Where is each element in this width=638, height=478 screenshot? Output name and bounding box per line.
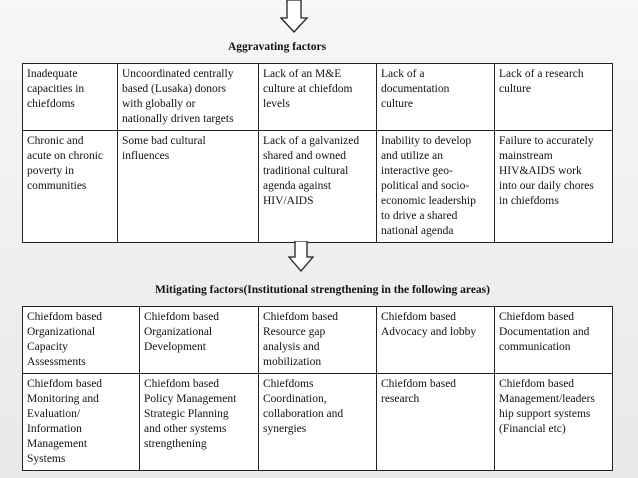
- table-cell: Chiefdom based Documentation and communi…: [494, 306, 613, 374]
- table-cell: Chiefdom based Monitoring and Evaluation…: [22, 373, 140, 471]
- table-cell: Lack of an M&E culture at chiefdom level…: [258, 63, 377, 131]
- table-cell: Chiefdom based research: [376, 373, 495, 471]
- table-row: Inadequate capacities in chiefdoms Uncoo…: [22, 63, 613, 131]
- table-row: Chiefdom based Monitoring and Evaluation…: [22, 373, 613, 471]
- table-cell: Lack of a documentation culture: [376, 63, 495, 131]
- table-cell: Lack of a galvanized shared and owned tr…: [258, 130, 377, 243]
- mitigating-factors-title: Mitigating factors(Institutional strengt…: [155, 284, 490, 296]
- down-arrow-icon: [287, 241, 315, 272]
- aggravating-factors-table: Inadequate capacities in chiefdoms Uncoo…: [22, 63, 613, 243]
- table-cell: Lack of a research culture: [494, 63, 613, 131]
- table-cell: Failure to accurately mainstream HIV&AID…: [494, 130, 613, 243]
- table-cell: Chiefdom based Advocacy and lobby: [376, 306, 495, 374]
- table-cell: Inadequate capacities in chiefdoms: [22, 63, 118, 131]
- table-cell: Chiefdom based Organizational Capacity A…: [22, 306, 140, 374]
- table-cell: Inability to develop and utilize an inte…: [376, 130, 495, 243]
- mitigating-factors-table: Chiefdom based Organizational Capacity A…: [22, 306, 613, 471]
- table-cell: Chiefdom based Organizational Developmen…: [139, 306, 259, 374]
- table-cell: Chiefdom based Resource gap analysis and…: [258, 306, 377, 374]
- table-row: Chiefdom based Organizational Capacity A…: [22, 306, 613, 374]
- table-row: Chronic and acute on chronic poverty in …: [22, 130, 613, 243]
- down-arrow-icon: [279, 0, 309, 33]
- table-cell: Chiefdoms Coordination, collaboration an…: [258, 373, 377, 471]
- table-cell: Chiefdom based Policy Management Strateg…: [139, 373, 259, 471]
- table-cell: Some bad cultural influences: [117, 130, 259, 243]
- table-cell: Chronic and acute on chronic poverty in …: [22, 130, 118, 243]
- aggravating-factors-title: Aggravating factors: [228, 41, 327, 53]
- table-cell: Chiefdom based Management/leaders hip su…: [494, 373, 613, 471]
- table-cell: Uncoordinated centrally based (Lusaka) d…: [117, 63, 259, 131]
